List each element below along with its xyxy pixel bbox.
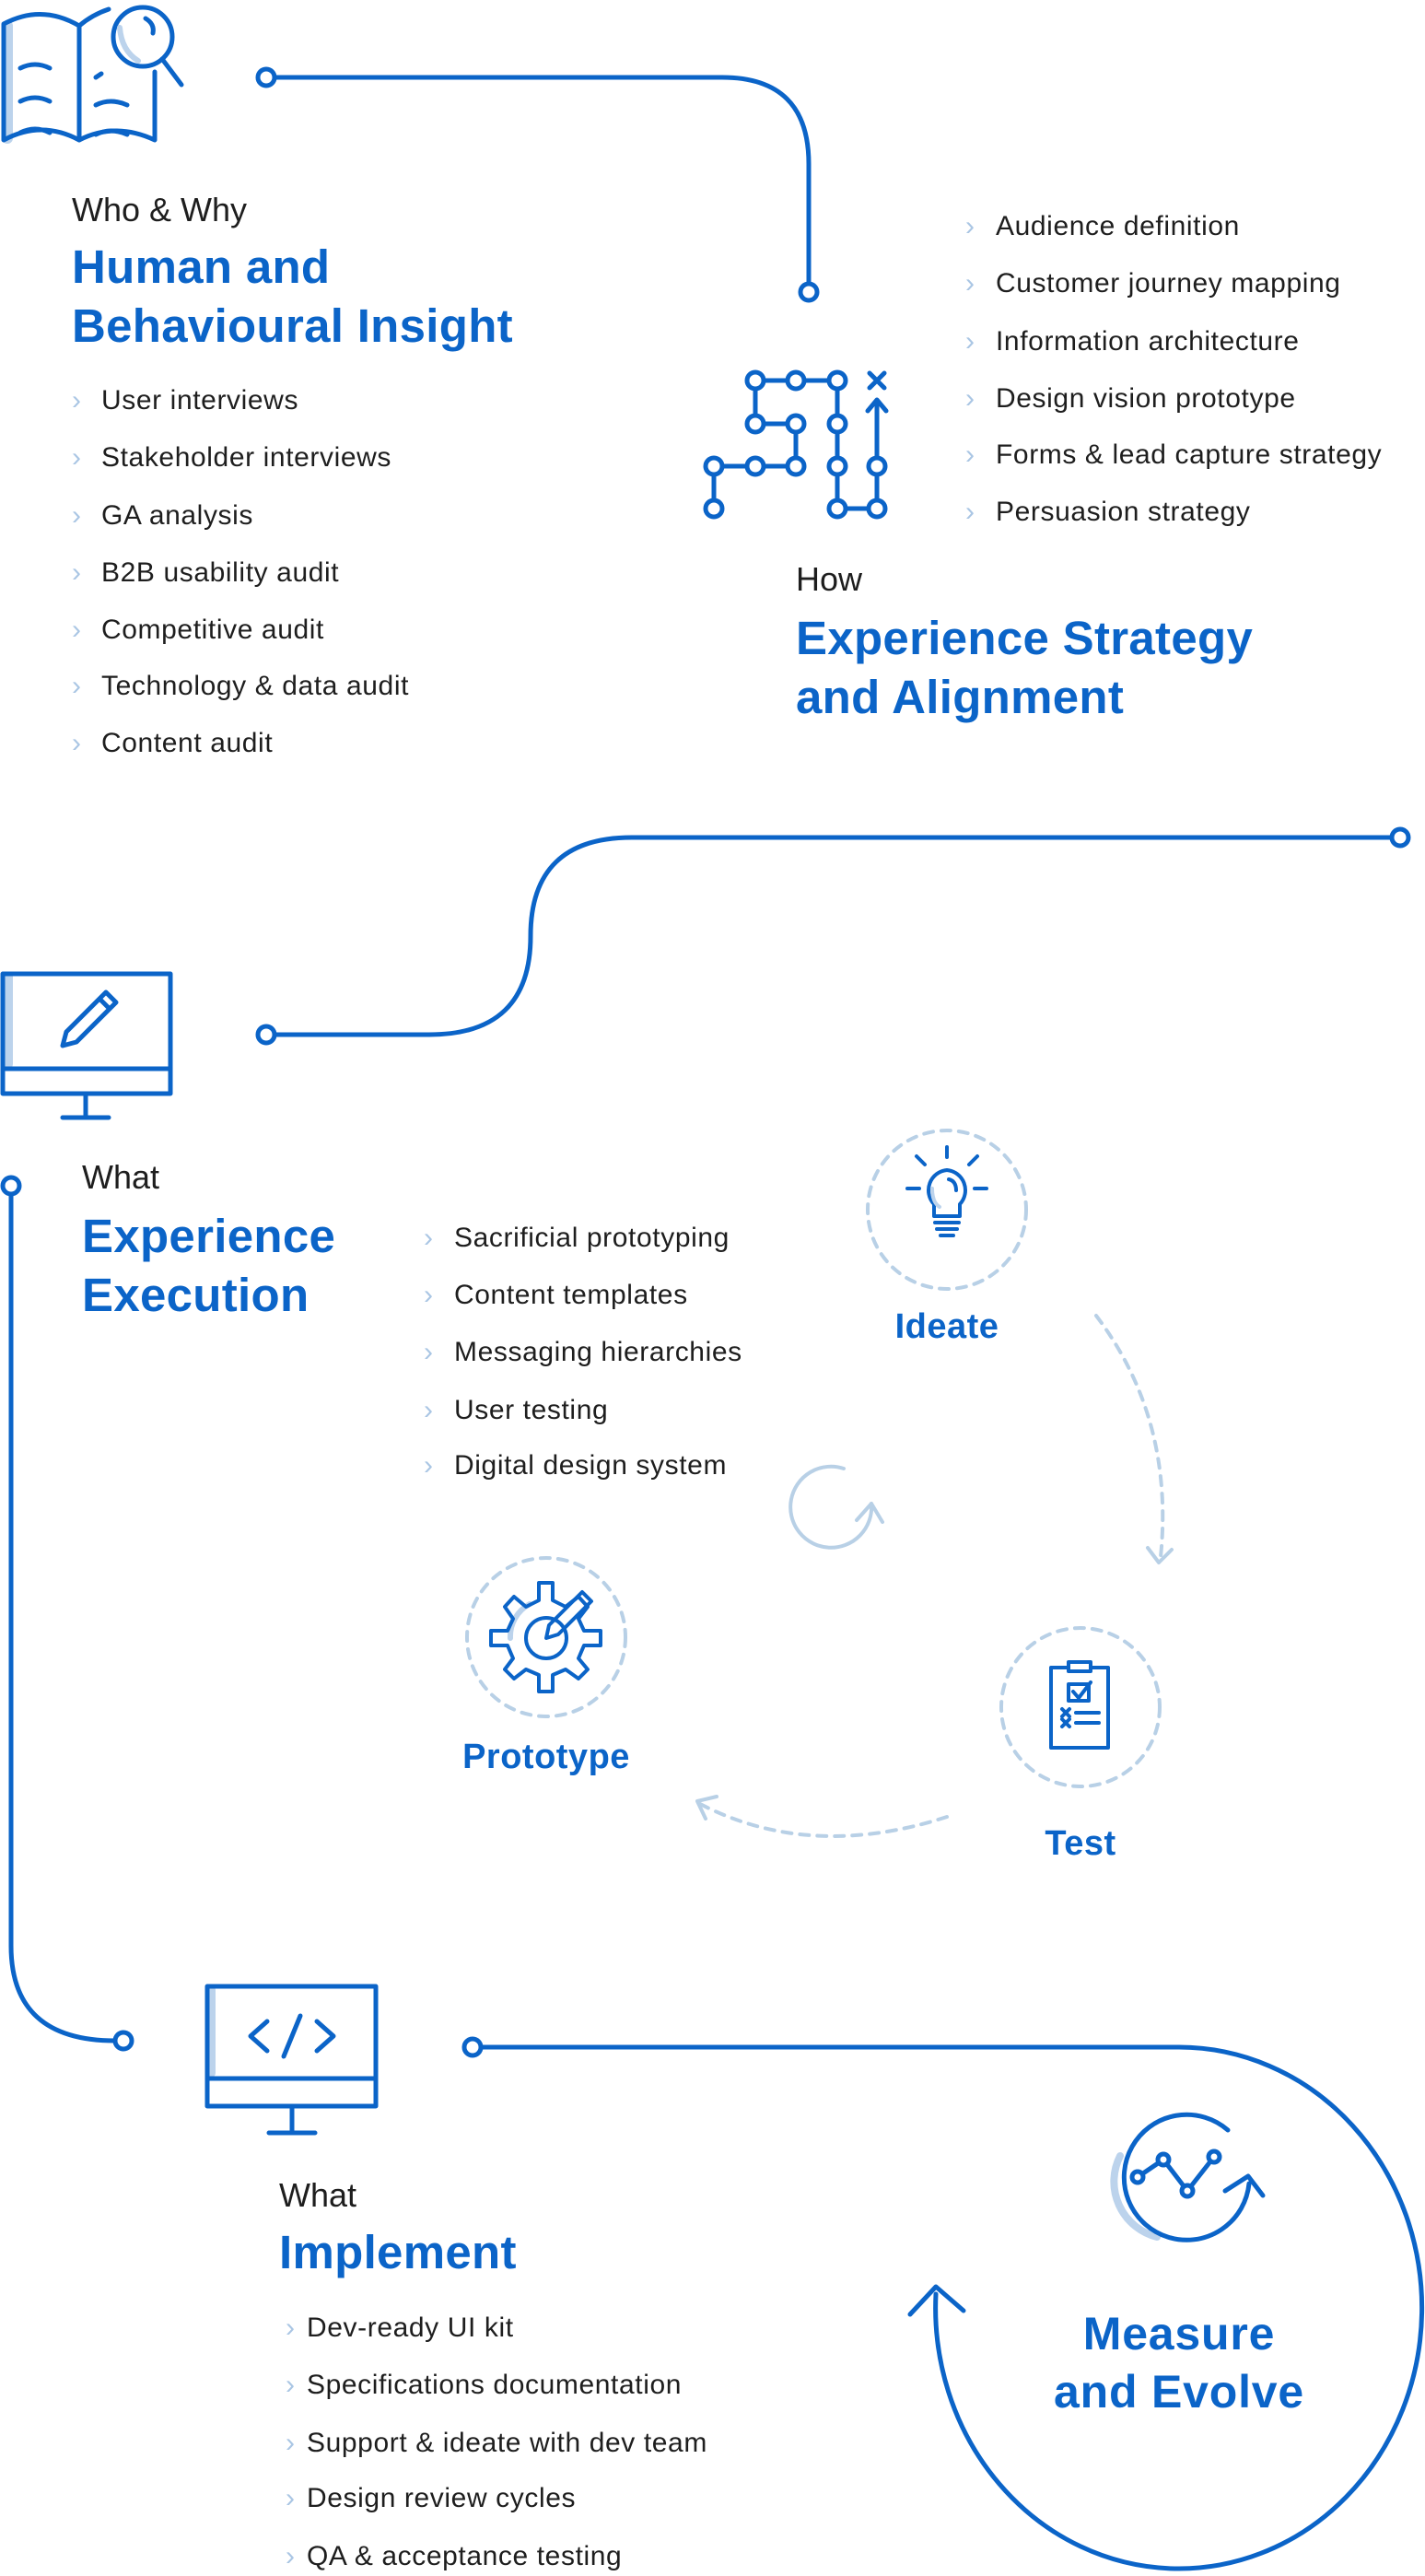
cycle-label-prototype: Prototype: [462, 1738, 630, 1776]
chevron-right-icon: ›: [286, 2370, 296, 2400]
gear-pencil-icon: [489, 1581, 602, 1693]
refresh-icon: [788, 1464, 884, 1550]
strategy-title-line1: Experience Strategy: [796, 612, 1254, 664]
execution-kicker: What: [82, 1158, 160, 1196]
cycle-label-ideate: Ideate: [894, 1307, 999, 1346]
implement-kicker: What: [279, 2176, 357, 2214]
measure-title: Measure and Evolve: [949, 2305, 1409, 2421]
measure-title-line1: Measure: [1082, 2308, 1276, 2359]
chevron-right-icon: ›: [72, 615, 82, 645]
connector-1: [255, 66, 820, 303]
chevron-right-icon: ›: [424, 1280, 434, 1310]
cycle-arrowheads: [695, 1546, 1174, 1821]
execution-title-line2: Execution: [82, 1269, 310, 1321]
insight-title-line2: Behavioural Insight: [72, 299, 513, 352]
path-map-icon: [703, 369, 889, 520]
lightbulb-icon: [905, 1145, 988, 1237]
chart-cycle-icon: [1110, 2112, 1266, 2242]
chevron-right-icon: ›: [965, 268, 975, 299]
chevron-right-icon: ›: [424, 1223, 434, 1253]
measure-title-line2: and Evolve: [1054, 2366, 1304, 2418]
chevron-right-icon: ›: [72, 385, 82, 416]
clipboard-check-icon: [1049, 1660, 1110, 1750]
strategy-kicker: How: [796, 560, 863, 598]
chevron-right-icon: ›: [72, 728, 82, 758]
chevron-right-icon: ›: [286, 2313, 296, 2343]
chevron-right-icon: ›: [424, 1337, 434, 1367]
book-search-icon: [1, 5, 184, 144]
implement-title: Implement: [279, 2226, 517, 2278]
insight-kicker: Who & Why: [72, 191, 248, 228]
monitor-code-icon: [204, 1984, 379, 2136]
chevron-right-icon: ›: [424, 1395, 434, 1425]
insight-title-line1: Human and: [72, 240, 331, 293]
chevron-right-icon: ›: [286, 2483, 296, 2513]
chevron-right-icon: ›: [965, 439, 975, 470]
execution-title-line1: Experience: [82, 1210, 336, 1262]
strategy-title-line2: and Alignment: [796, 671, 1125, 723]
chevron-right-icon: ›: [286, 2541, 296, 2571]
chevron-right-icon: ›: [72, 442, 82, 473]
chevron-right-icon: ›: [424, 1450, 434, 1481]
cycle-dashed-circles: [465, 1129, 1165, 1838]
chevron-right-icon: ›: [965, 383, 975, 414]
chevron-right-icon: ›: [965, 497, 975, 527]
chevron-right-icon: ›: [72, 557, 82, 588]
connector-3: [0, 1175, 134, 2052]
chevron-right-icon: ›: [72, 500, 82, 531]
chevron-right-icon: ›: [965, 326, 975, 357]
chevron-right-icon: ›: [72, 671, 82, 701]
chevron-right-icon: ›: [286, 2428, 296, 2458]
connector-2: [255, 826, 1411, 1046]
connector-4-loop: [461, 2036, 1425, 2571]
cycle-label-test: Test: [1045, 1824, 1116, 1863]
chevron-right-icon: ›: [965, 211, 975, 241]
monitor-pencil-icon: [0, 971, 173, 1120]
